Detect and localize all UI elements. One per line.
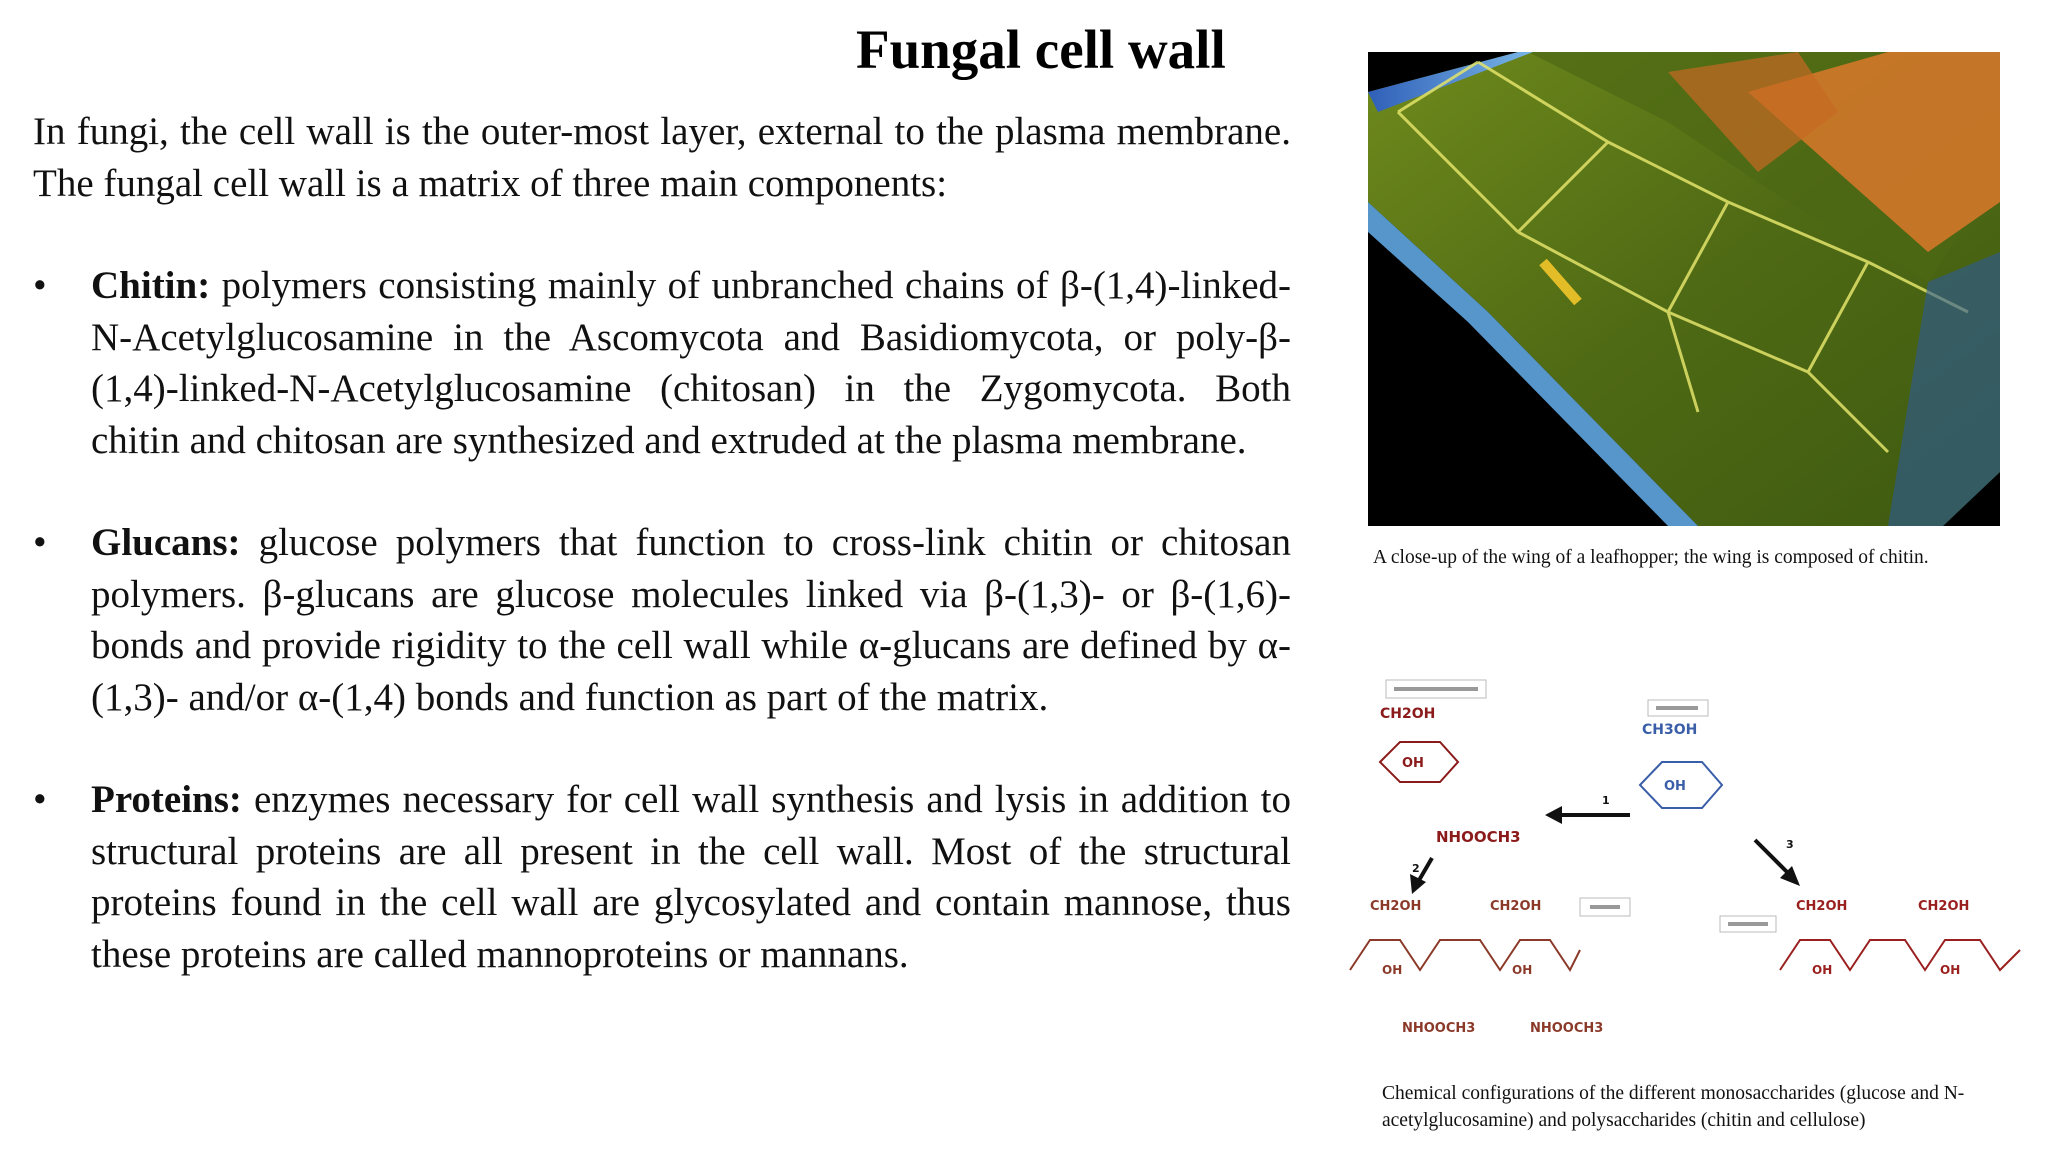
- components-list: • Chitin: polymers consisting mainly of …: [33, 260, 1291, 980]
- intro-paragraph: In fungi, the cell wall is the outer-mos…: [33, 110, 1291, 205]
- bullet-icon: •: [33, 778, 47, 821]
- arrow-1-label: 1: [1602, 794, 1610, 807]
- chitin-ch2oh-label-2: CH2OH: [1490, 899, 1541, 914]
- list-item-glucans: • Glucans: glucose polymers that functio…: [33, 517, 1291, 723]
- cellulose-ch2oh-label-1: CH2OH: [1796, 899, 1847, 914]
- bullet-icon: •: [33, 264, 47, 307]
- text-chitin: polymers consisting mainly of unbranched…: [91, 264, 1291, 462]
- chitin-ch2oh-label-1: CH2OH: [1370, 899, 1421, 914]
- arrow-2-line: [1416, 856, 1434, 884]
- glucose-ring: [1638, 761, 1724, 809]
- arrow-3-line: [1753, 838, 1792, 877]
- list-item-proteins: • Proteins: enzymes necessary for cell w…: [33, 774, 1291, 980]
- term-chitin: Chitin:: [91, 264, 211, 307]
- nag-ring: [1378, 741, 1460, 783]
- glucose-oh-label: OH: [1664, 779, 1686, 794]
- chitin-group-label-2: NHOOCH3: [1530, 1021, 1603, 1036]
- chitin-chain: [1349, 939, 1581, 972]
- term-proteins: Proteins:: [91, 778, 242, 821]
- cellulose-oh-label-1: OH: [1812, 963, 1832, 977]
- cellulose-ch2oh-label-2: CH2OH: [1918, 899, 1969, 914]
- text-proteins: enzymes necessary for cell wall synthesi…: [91, 778, 1291, 976]
- monosaccharide-diagram: CH2OH OH NHOOCH3 CH3OH OH 1 2 3 CH2OH CH…: [1340, 670, 2040, 1070]
- arrow-2-head: [1410, 874, 1426, 894]
- slide-title: Fungal cell wall: [856, 19, 1226, 80]
- nag-group-label: NHOOCH3: [1436, 828, 1521, 846]
- arrow-2-label: 2: [1412, 862, 1420, 875]
- glucose-ch3oh-label: CH3OH: [1642, 722, 1697, 738]
- photo-caption: A close-up of the wing of a leafhopper; …: [1373, 547, 1929, 568]
- cellulose-chain: [1779, 939, 2021, 972]
- text-glucans: glucose polymers that function to cross-…: [91, 521, 1291, 719]
- chitin-oh-label-2: OH: [1512, 963, 1532, 977]
- diagram-caption: Chemical configurations of the different…: [1382, 1083, 1965, 1131]
- nag-ch2oh-label: CH2OH: [1380, 706, 1435, 722]
- leafhopper-wing-photo: [1368, 52, 2000, 526]
- chitin-oh-label-1: OH: [1382, 963, 1402, 977]
- chitin-group-label-1: NHOOCH3: [1402, 1021, 1475, 1036]
- arrow-1-head: [1545, 806, 1562, 824]
- arrow-3-label: 3: [1786, 838, 1794, 851]
- arrow-3-head: [1780, 866, 1800, 886]
- term-glucans: Glucans:: [91, 521, 241, 564]
- cellulose-oh-label-2: OH: [1940, 963, 1960, 977]
- list-item-chitin: • Chitin: polymers consisting mainly of …: [33, 260, 1291, 466]
- nag-oh-label: OH: [1402, 756, 1424, 771]
- body-text: In fungi, the cell wall is the outer-mos…: [33, 106, 1291, 980]
- bullet-icon: •: [33, 521, 47, 564]
